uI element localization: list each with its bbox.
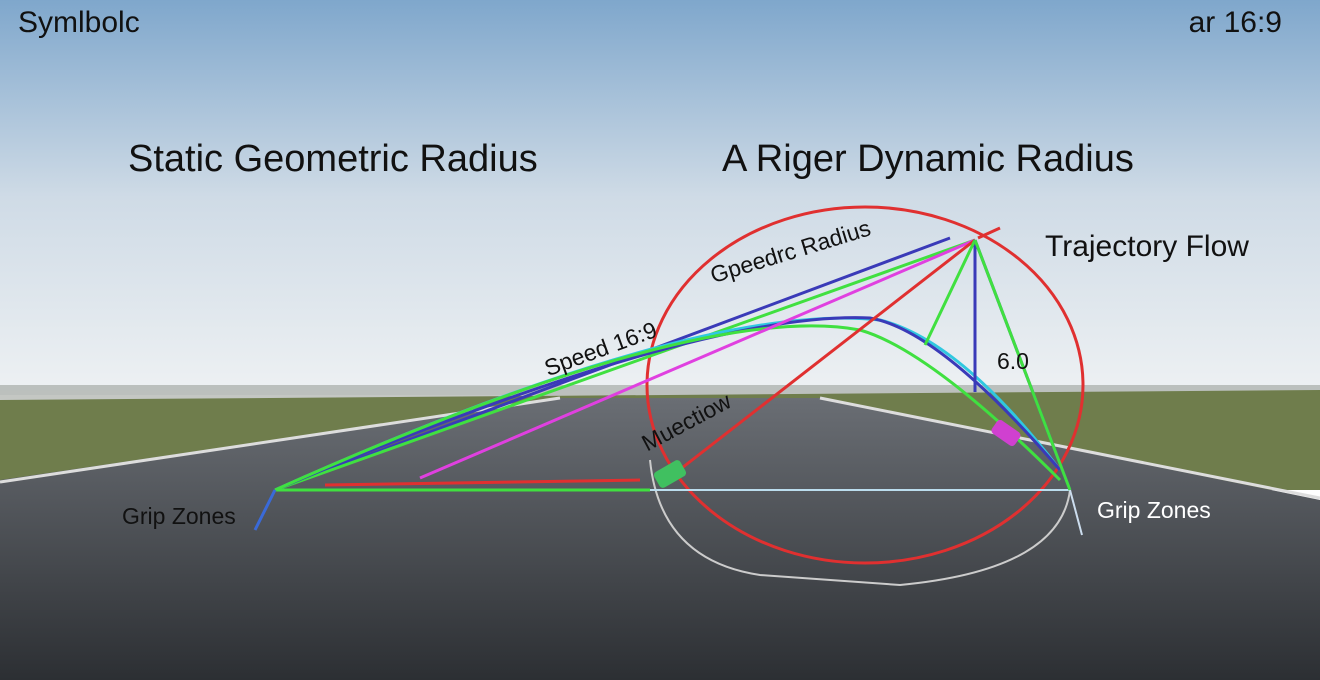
dynamic-radius-circle — [645, 205, 1085, 565]
title-static: Static Geometric Radius — [128, 138, 538, 180]
car-icon — [991, 419, 1021, 447]
green-vector — [274, 238, 976, 492]
corner-label-right: ar 16:9 — [1188, 6, 1282, 39]
sky — [0, 0, 1320, 395]
car-icon — [653, 460, 687, 488]
grip-zones-left: Grip Zones — [122, 503, 236, 529]
value-label: 6.0 — [997, 348, 1029, 374]
grip-zones-right: Grip Zones — [1097, 497, 1211, 523]
trajectory-label: Trajectory Flow — [1045, 230, 1249, 263]
title-dynamic: A Riger Dynamic Radius — [722, 138, 1134, 180]
corner-label-left: Symlbolc — [18, 6, 140, 39]
magenta-vector — [419, 238, 976, 480]
